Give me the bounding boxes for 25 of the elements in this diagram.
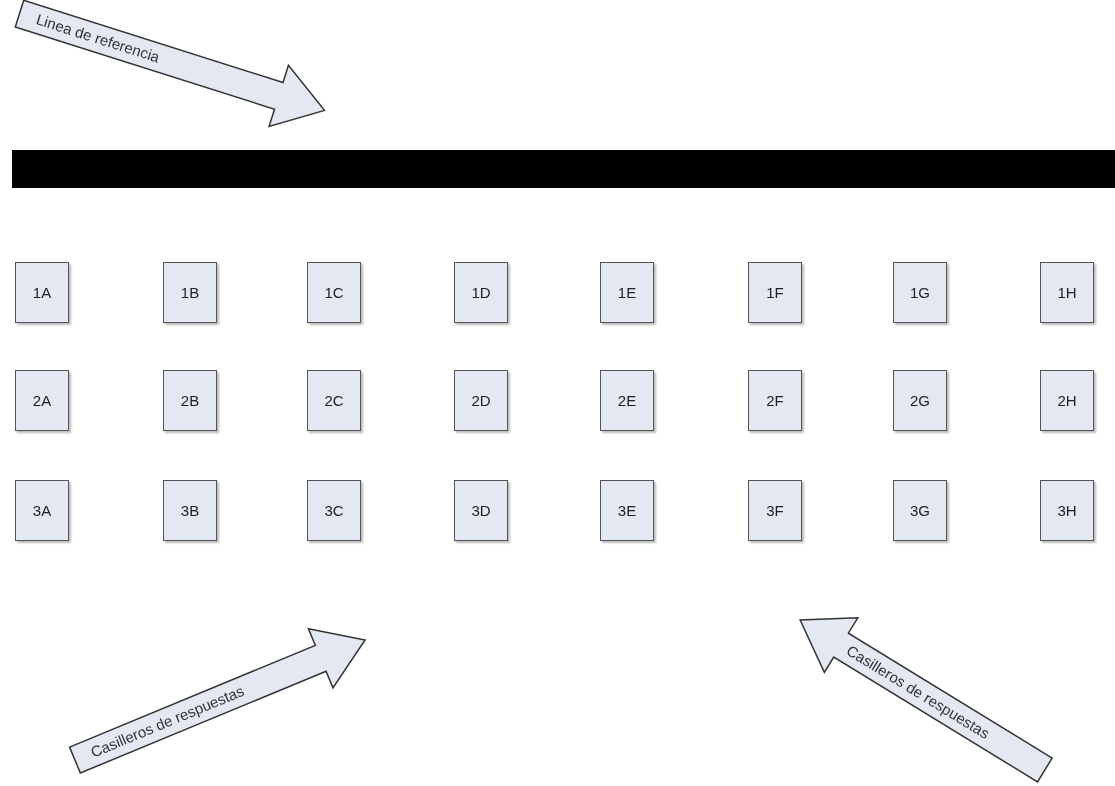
answer-cell: 3A xyxy=(15,480,69,541)
answer-cell: 3C xyxy=(307,480,361,541)
answer-cell: 1F xyxy=(748,262,802,323)
answer-cell: 2F xyxy=(748,370,802,431)
answer-cell: 1H xyxy=(1040,262,1094,323)
answer-cell: 1B xyxy=(163,262,217,323)
answer-cell: 3G xyxy=(893,480,947,541)
answer-cell: 2G xyxy=(893,370,947,431)
answer-cell: 3E xyxy=(600,480,654,541)
answer-cell: 2B xyxy=(163,370,217,431)
answer-cell: 3B xyxy=(163,480,217,541)
answer-cell: 2H xyxy=(1040,370,1094,431)
answer-cell: 1A xyxy=(15,262,69,323)
answer-cell: 2E xyxy=(600,370,654,431)
answer-cell: 2A xyxy=(15,370,69,431)
answer-cell: 3H xyxy=(1040,480,1094,541)
answer-cell: 2C xyxy=(307,370,361,431)
answer-cell: 2D xyxy=(454,370,508,431)
answer-cell: 3D xyxy=(454,480,508,541)
answer-cell: 3F xyxy=(748,480,802,541)
answer-cell: 1C xyxy=(307,262,361,323)
answer-cell: 1G xyxy=(893,262,947,323)
reference-bar xyxy=(12,150,1115,188)
answer-cell: 1D xyxy=(454,262,508,323)
answer-cell: 1E xyxy=(600,262,654,323)
